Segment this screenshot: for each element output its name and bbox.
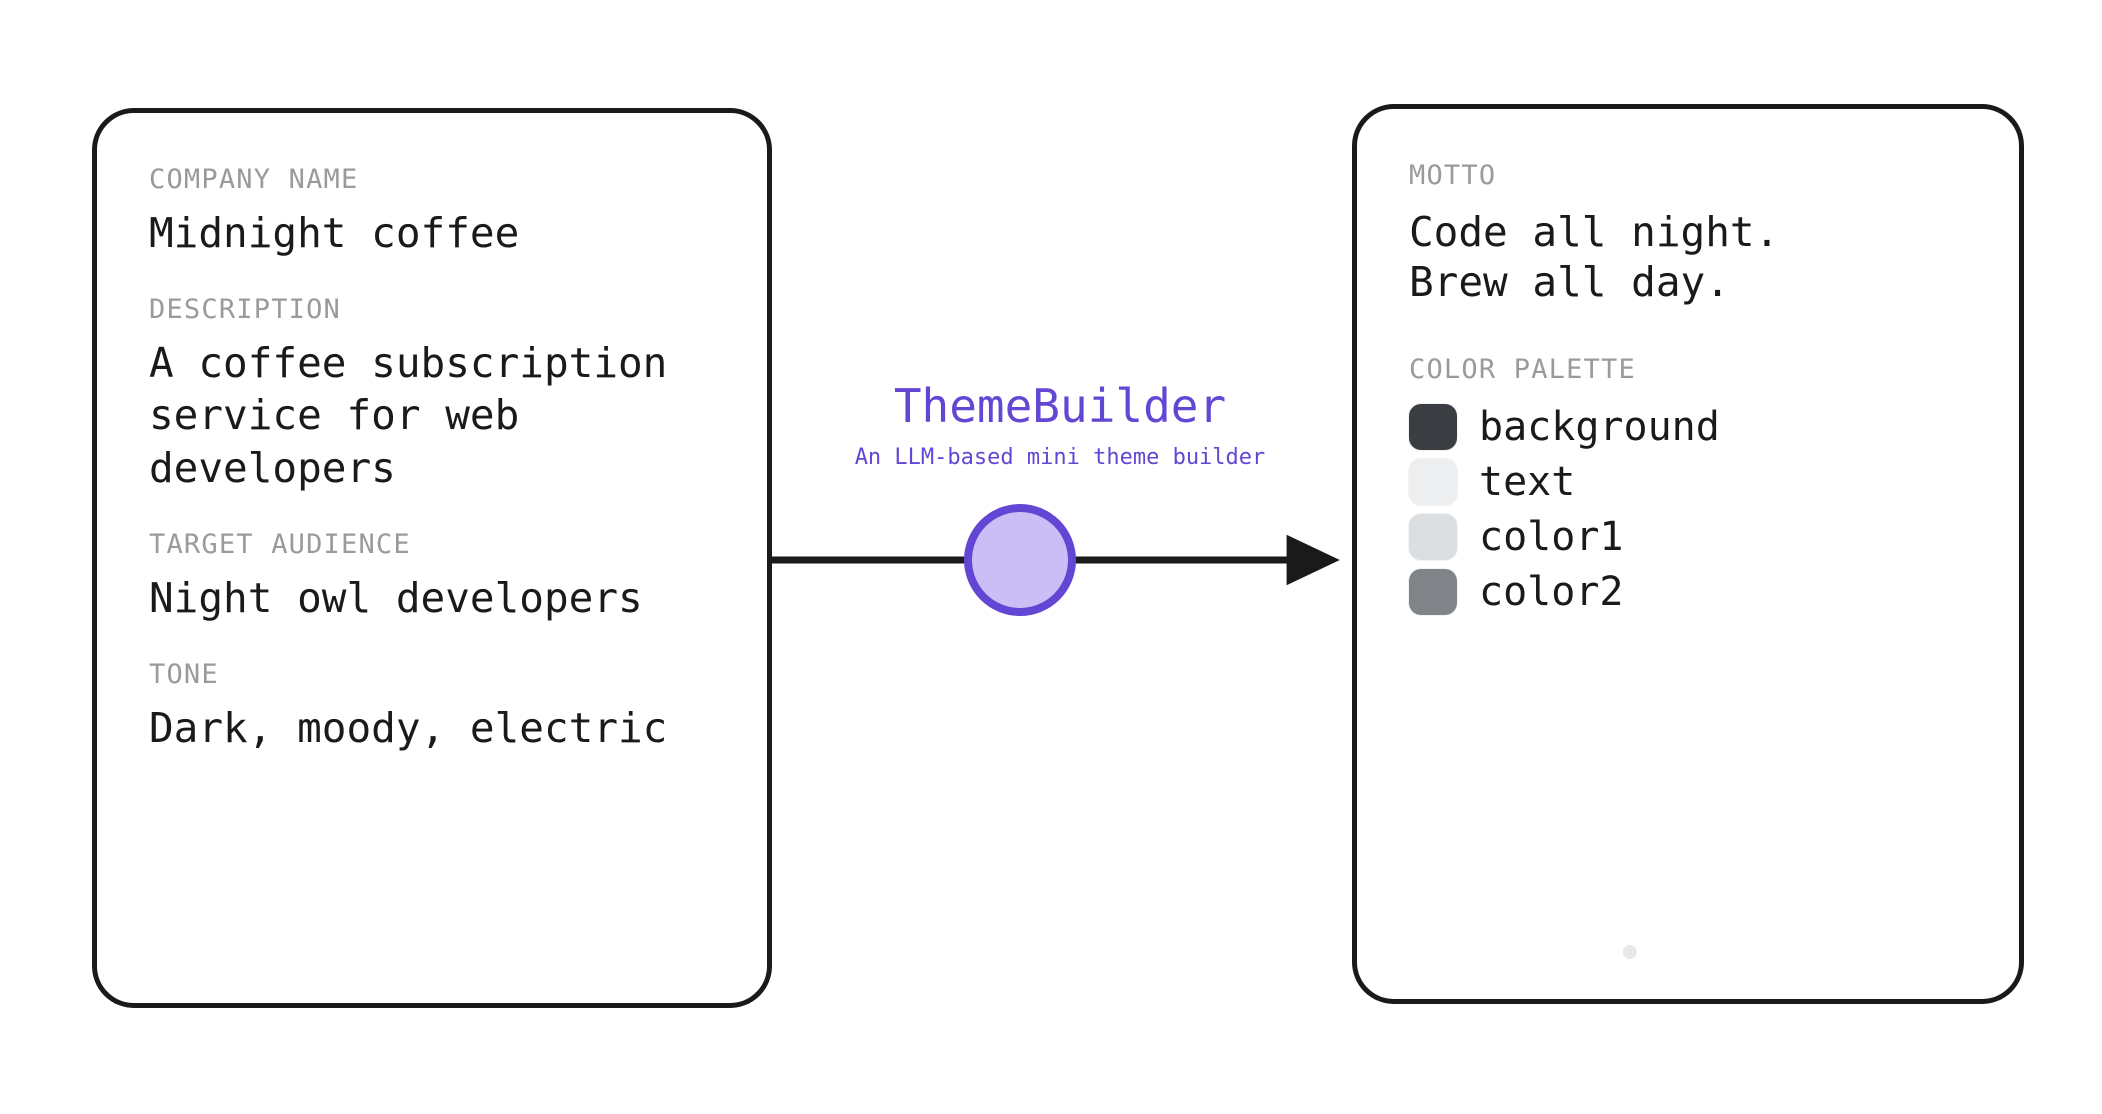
- palette-overflow-dot: [1623, 945, 1637, 959]
- field-label-description: DESCRIPTION: [149, 294, 342, 326]
- field-company-name: COMPANY NAME Midnight coffee: [149, 165, 727, 259]
- color-swatch-icon[interactable]: [1409, 514, 1457, 561]
- palette-row[interactable]: color2: [1409, 565, 1979, 619]
- field-color-palette: COLOR PALETTE background text color1 color2: [1409, 355, 1979, 620]
- palette-swatch-label: color2: [1479, 569, 1624, 616]
- palette-row[interactable]: color1: [1409, 510, 1979, 564]
- field-label-target-audience: TARGET AUDIENCE: [149, 529, 411, 561]
- color-swatch-icon[interactable]: [1409, 404, 1457, 451]
- field-value-target-audience: Night owl developers: [149, 573, 643, 622]
- field-tone: TONE Dark, moody, electric: [149, 660, 727, 754]
- field-motto: MOTTO Code all night. Brew all day.: [1409, 161, 1979, 307]
- palette-swatch-label: text: [1479, 459, 1576, 506]
- field-label-motto: MOTTO: [1409, 160, 1497, 191]
- app-branding: ThemeBuilder An LLM-based mini theme bui…: [790, 382, 1330, 470]
- field-value-motto: Code all night. Brew all day.: [1409, 207, 1780, 306]
- color-swatch-icon[interactable]: [1409, 569, 1457, 616]
- flow-connector: [770, 504, 1340, 616]
- field-label-company-name: COMPANY NAME: [149, 164, 359, 195]
- app-subtitle: An LLM-based mini theme builder: [854, 445, 1266, 471]
- color-swatch-icon[interactable]: [1409, 459, 1457, 506]
- app-title: ThemeBuilder: [893, 379, 1227, 433]
- field-target-audience: TARGET AUDIENCE Night owl developers: [149, 530, 727, 624]
- input-card-body: COMPANY NAME Midnight coffee DESCRIPTION…: [149, 165, 727, 979]
- output-card-body: MOTTO Code all night. Brew all day. COLO…: [1409, 161, 1979, 975]
- palette-swatch-label: color1: [1479, 514, 1624, 561]
- field-value-tone: Dark, moody, electric: [149, 704, 668, 753]
- input-card: COMPANY NAME Midnight coffee DESCRIPTION…: [92, 108, 772, 1008]
- output-card: MOTTO Code all night. Brew all day. COLO…: [1352, 104, 2024, 1004]
- field-value-company-name: Midnight coffee: [149, 208, 520, 257]
- palette-row[interactable]: background: [1409, 400, 1979, 454]
- field-label-tone: TONE: [149, 659, 219, 691]
- field-description: DESCRIPTION A coffee subscription servic…: [149, 295, 727, 494]
- palette-swatch-label: background: [1479, 404, 1720, 451]
- palette-row[interactable]: text: [1409, 455, 1979, 509]
- field-label-color-palette: COLOR PALETTE: [1409, 353, 1636, 385]
- process-node-circle[interactable]: [964, 504, 1076, 616]
- palette-list: background text color1 color2: [1409, 400, 1979, 619]
- field-value-description: A coffee subscription service for web de…: [149, 338, 668, 492]
